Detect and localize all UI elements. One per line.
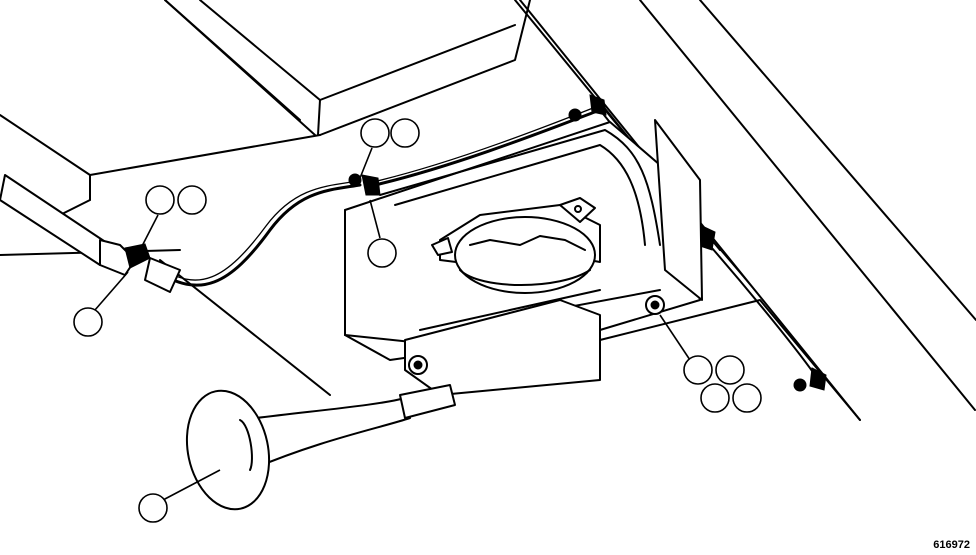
callout-circle	[145, 185, 175, 215]
horn-compressor	[431, 197, 601, 294]
callout-circle	[390, 118, 420, 148]
callout-circle	[138, 493, 168, 523]
callout-circle	[683, 355, 713, 385]
clamps	[124, 94, 827, 392]
callout-circle	[367, 238, 397, 268]
callout-circle	[177, 185, 207, 215]
callout-circle	[700, 383, 730, 413]
callouts	[73, 118, 762, 523]
callout-circle	[360, 118, 390, 148]
callout-circle	[732, 383, 762, 413]
conduit	[0, 174, 181, 293]
callout-circle	[73, 307, 103, 337]
figure-id: 616972	[933, 539, 970, 551]
callout-circle	[715, 355, 745, 385]
horn-trumpet	[185, 384, 456, 511]
